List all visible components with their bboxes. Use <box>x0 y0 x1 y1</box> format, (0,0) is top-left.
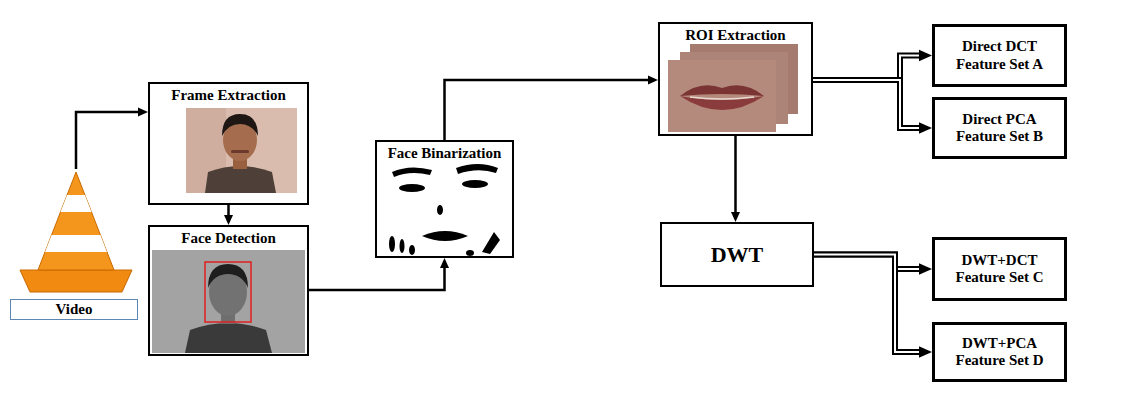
connector-outer <box>813 56 921 81</box>
arrowhead <box>919 263 932 275</box>
arrow-connector <box>445 76 659 141</box>
box-label: Direct DCT Feature Set A <box>943 38 1056 73</box>
video-source: Video <box>10 165 138 320</box>
box-title: Frame Extraction <box>156 87 301 104</box>
connector-line <box>734 136 737 214</box>
process-box: DWT <box>660 222 814 287</box>
source-label: Video <box>15 301 133 318</box>
feature-set-box: DWT+PCA Feature Set D <box>932 322 1067 382</box>
video-label-box: Video <box>10 299 138 320</box>
box-title: ROI Extraction <box>666 27 805 44</box>
double-arrow-connector <box>814 255 932 275</box>
connector-inner <box>814 255 921 353</box>
connector-line <box>76 112 140 169</box>
connector-inner <box>813 80 921 128</box>
process-box: Face Binarization <box>375 140 514 258</box>
arrowhead <box>648 76 658 85</box>
lip-roi-frames <box>668 44 798 132</box>
arrowhead <box>138 108 148 117</box>
connector-outer <box>814 255 921 353</box>
process-box: ROI Extraction <box>658 22 813 136</box>
arrow-connector <box>309 258 449 290</box>
double-arrow-connector <box>814 255 932 358</box>
connector-inner <box>813 56 921 81</box>
process-box: Frame Extraction <box>148 82 309 205</box>
arrowhead <box>919 122 932 134</box>
process-box: Face Detection <box>148 225 309 356</box>
feature-set-box: DWT+DCT Feature Set C <box>932 237 1067 301</box>
box-label: DWT <box>711 242 764 267</box>
box-title: Face Detection <box>156 230 301 247</box>
feature-set-box: Direct PCA Feature Set B <box>932 97 1067 159</box>
arrowhead <box>919 346 932 358</box>
arrowhead <box>731 212 740 222</box>
double-arrow-connector <box>813 80 932 134</box>
double-arrow-connector <box>813 50 932 80</box>
box-title: Face Binarization <box>383 145 506 162</box>
arrow-connector <box>731 136 740 222</box>
connector-line <box>309 266 445 290</box>
arrowhead <box>224 215 233 225</box>
box-label: DWT+PCA Feature Set D <box>943 335 1056 370</box>
face-detection-photo <box>152 250 305 353</box>
feature-set-box: Direct DCT Feature Set A <box>932 24 1067 87</box>
arrow-connector <box>224 205 233 225</box>
frame-photo <box>186 108 297 193</box>
connector-line <box>445 80 651 140</box>
binary-face-image <box>389 164 500 256</box>
box-label: DWT+DCT Feature Set C <box>943 252 1056 287</box>
arrowhead <box>919 50 932 62</box>
video-cone-icon <box>20 172 132 292</box>
arrowhead <box>440 258 449 268</box>
connector-outer <box>813 80 921 128</box>
arrow-connector <box>76 108 148 170</box>
box-label: Direct PCA Feature Set B <box>943 111 1056 146</box>
